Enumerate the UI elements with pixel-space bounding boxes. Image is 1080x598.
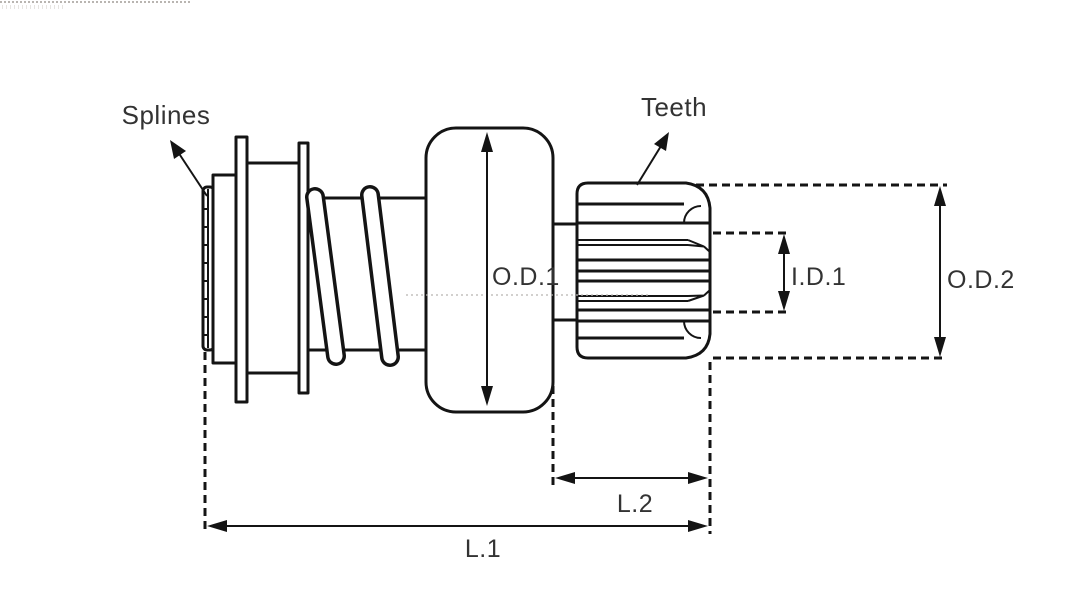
od2-label: O.D.2 (947, 266, 1015, 294)
retainer-flange-1 (234, 135, 249, 404)
spring-coil-1 (305, 187, 346, 366)
id1-dimension: I.D.1 (713, 231, 846, 314)
shaft-collar (211, 173, 238, 365)
pinion-gear (575, 181, 712, 360)
od1-label: O.D.1 (492, 263, 560, 291)
splines-callout: Splines (122, 100, 211, 197)
watermark-remnant (0, 1, 190, 9)
splines-label: Splines (122, 100, 211, 130)
teeth-label: Teeth (641, 92, 707, 122)
od1-dimension: O.D.1 (481, 132, 560, 406)
l1-dimension: L.1 (203, 352, 712, 563)
l2-dimension: L.2 (551, 386, 708, 518)
spline-ticks (203, 208, 208, 336)
teeth-callout: Teeth (636, 92, 707, 186)
l1-label: L.1 (465, 535, 501, 563)
spring-coil-2 (360, 185, 400, 367)
hub-cylinder (245, 161, 304, 375)
clutch-body (424, 126, 555, 414)
od2-dimension: O.D.2 (696, 183, 1015, 360)
gear-teeth-lines (578, 202, 711, 340)
l2-label: L.2 (617, 490, 653, 518)
id1-label: I.D.1 (791, 263, 846, 291)
